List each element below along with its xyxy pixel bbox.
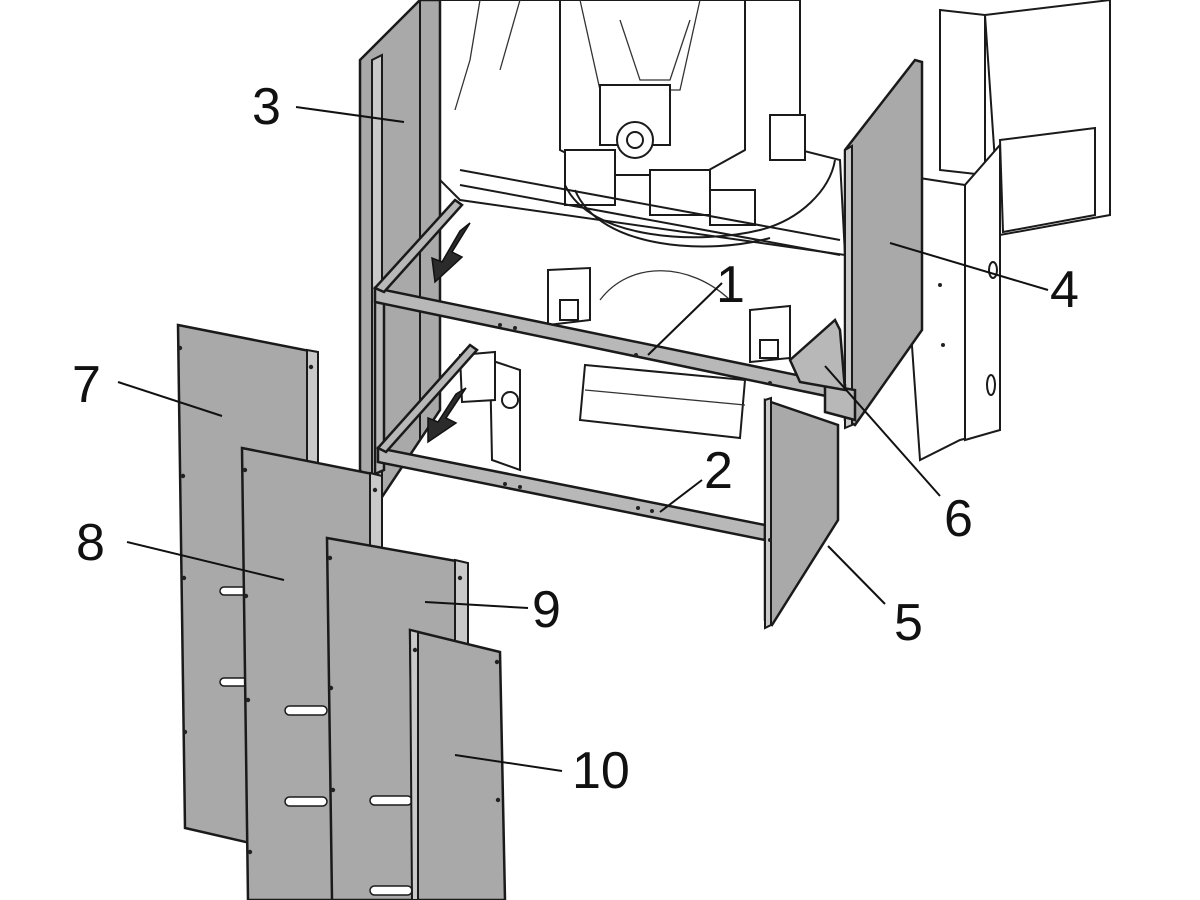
callout-7: 7	[72, 356, 101, 414]
leader-lines	[117, 106, 1049, 772]
right-cabinet	[898, 0, 1111, 462]
callout-2: 2	[704, 442, 733, 500]
callout-3: 3	[252, 78, 281, 136]
callout-8: 8	[76, 514, 105, 572]
callouts: 1 2 3 4 5 6 7 8 9 10	[72, 78, 1079, 800]
leader-6	[824, 365, 941, 497]
removal-arrow-upper	[431, 222, 471, 284]
callout-5: 5	[894, 594, 923, 652]
removal-arrow-lower	[427, 387, 467, 444]
panel-4-right-side	[843, 58, 924, 430]
leader-3	[295, 106, 405, 123]
machine-internals	[439, 0, 847, 472]
leader-4	[889, 242, 1049, 291]
panel-5-front-right	[763, 396, 840, 630]
leader-1	[647, 282, 723, 356]
leader-9	[424, 601, 529, 609]
leader-8	[126, 541, 285, 581]
panel-10	[408, 628, 507, 900]
leader-10	[454, 754, 563, 772]
frame-rails	[372, 198, 857, 542]
leader-5	[827, 545, 886, 605]
callout-1: 1	[716, 256, 745, 314]
callout-6: 6	[944, 490, 973, 548]
leader-7	[117, 381, 223, 417]
callout-4: 4	[1050, 261, 1079, 319]
callout-10: 10	[572, 742, 630, 800]
leader-2	[659, 479, 703, 513]
callout-9: 9	[532, 581, 561, 639]
